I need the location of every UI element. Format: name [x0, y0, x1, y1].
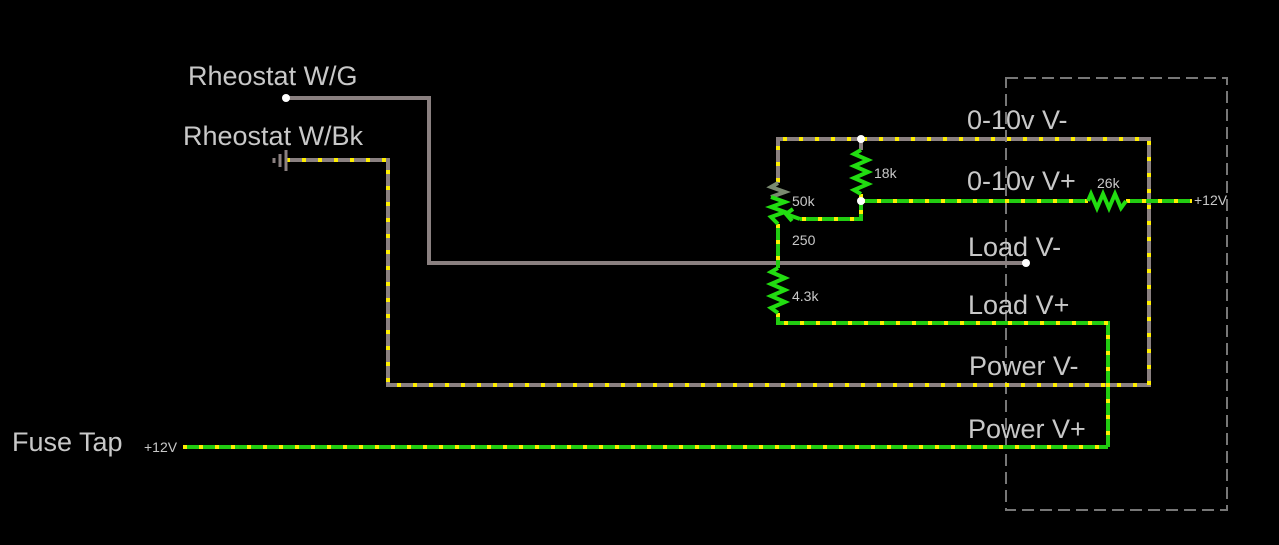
node-010v-plus[interactable]: [857, 197, 865, 205]
wire-power-minus-loop[interactable]: [286, 137, 1151, 387]
label-010v-minus: 0-10v V-: [967, 105, 1068, 135]
ground-icon: [272, 150, 288, 171]
label-load-plus: Load V+: [968, 290, 1069, 320]
label-power-minus: Power V-: [969, 351, 1079, 381]
label-rheostat-wbk: Rheostat W/Bk: [183, 121, 364, 151]
label-r-26k: 26k: [1097, 175, 1121, 191]
label-r-250: 250: [792, 232, 816, 248]
label-r-18k: 18k: [874, 165, 898, 181]
resistor-18k-icon[interactable]: [848, 148, 874, 196]
wire-load-plus-net[interactable]: [776, 224, 1110, 447]
label-fuse-tap: Fuse Tap: [12, 427, 123, 457]
label-rheostat-wg: Rheostat W/G: [188, 61, 358, 91]
wire-rheostat-wg-to-load-minus[interactable]: [286, 96, 1026, 265]
resistor-4-3k-icon[interactable]: [765, 266, 791, 315]
label-fuse-voltage: +12V: [144, 439, 178, 455]
label-010v-plus: 0-10v V+: [967, 166, 1076, 196]
resistor-26k-icon[interactable]: [1086, 188, 1128, 214]
label-r-4-3k: 4.3k: [792, 288, 819, 304]
node-load-minus[interactable]: [1022, 259, 1030, 267]
node-rheostat-wg[interactable]: [282, 94, 290, 102]
node-18k-top[interactable]: [857, 135, 865, 143]
label-r-50k: 50k: [792, 193, 816, 209]
device-outline-box: [1005, 77, 1228, 511]
potentiometer-50k-icon[interactable]: [765, 181, 801, 226]
label-out-voltage: +12V: [1194, 192, 1228, 208]
label-power-plus: Power V+: [968, 414, 1086, 444]
label-load-minus: Load V-: [968, 232, 1061, 262]
